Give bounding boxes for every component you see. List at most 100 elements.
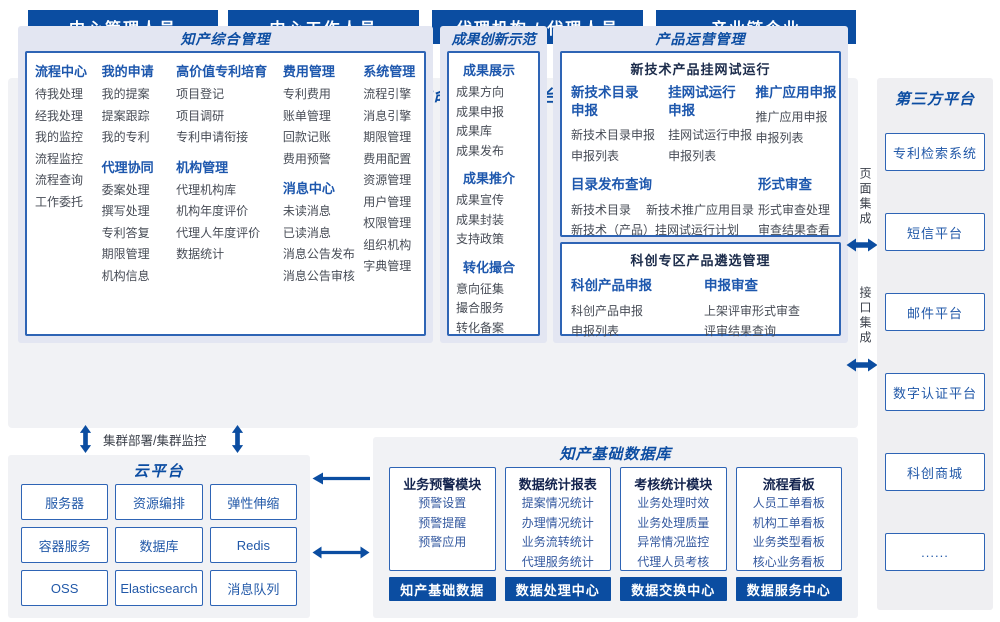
- db-module-heading: 考核统计模块: [634, 477, 713, 492]
- feature-group: 代理协同委案处理撰写处理专利答复期限管理机构信息: [102, 158, 176, 288]
- group-item: 账单管理: [282, 108, 331, 123]
- group-item: 上架评审形式审查: [704, 304, 801, 318]
- ip-columns: 流程中心待我处理经我处理我的监控流程监控流程查询工作委托我的申请我的提案提案跟踪…: [27, 53, 424, 287]
- db-badges: 知产基础数据数据处理中心数据交换中心数据服务中心: [389, 577, 842, 601]
- feature-group: 高价值专利培育项目登记项目调研专利申请衔接: [176, 62, 283, 149]
- group-item: 成果申报: [456, 104, 505, 119]
- group-heading: 消息中心: [282, 181, 335, 196]
- group-item: 科创产品申报: [571, 304, 644, 318]
- group-item: 申报列表: [571, 149, 620, 163]
- db-module-heading: 数据统计报表: [518, 477, 597, 492]
- group-heading: 成果推介: [463, 171, 516, 186]
- ip-database-title: 知产基础数据库: [559, 446, 672, 463]
- group-item: 待我处理: [35, 87, 84, 101]
- third-party-title: 第三方平台: [894, 91, 975, 108]
- section-ip-management: 知产综合管理 流程中心待我处理经我处理我的监控流程监控流程查询工作委托我的申请我…: [18, 26, 433, 343]
- db-module-item: 代理人员考核: [637, 554, 710, 569]
- db-to-cloud-arrow-icon: [312, 472, 370, 485]
- db-module: 数据统计报表提案情况统计办理情况统计业务流转统计代理服务统计: [504, 467, 611, 571]
- cloud-item: Redis: [209, 527, 297, 563]
- group-item: 消息公告审核: [282, 268, 355, 283]
- product-kc-column: 科创产品申报科创产品申报申报列表: [571, 276, 704, 341]
- achievement-groups: 成果展示成果方向成果申报成果库成果发布成果推介成果宣传成果封装支持政策转化撮合意…: [449, 53, 538, 338]
- group-item: 专利答复: [101, 225, 150, 240]
- cloud-item: Elasticsearch: [115, 570, 203, 606]
- section-ip-box: 流程中心待我处理经我处理我的监控流程监控流程查询工作委托我的申请我的提案提案跟踪…: [25, 51, 426, 336]
- group-item: 成果宣传: [456, 193, 505, 207]
- page-integration-arrow-icon: [846, 237, 878, 253]
- catalog-item: 新技术目录: [571, 203, 632, 217]
- group-item: 项目调研: [176, 108, 225, 123]
- group-item: 费用配置: [363, 151, 412, 166]
- section-product-title: 产品运营管理: [655, 31, 746, 47]
- group-item: 机构年度评价: [176, 204, 249, 218]
- group-item: 机构信息: [101, 268, 150, 283]
- group-item: 成果方向: [456, 85, 505, 99]
- group-item: 流程查询: [35, 173, 84, 187]
- third-party-item: 专利检索系统: [885, 133, 985, 171]
- ip-column: 我的申请我的提案提案跟踪我的专利代理协同委案处理撰写处理专利答复期限管理机构信息: [102, 62, 176, 287]
- product-subbox-trial: 新技术产品挂网试运行 新技术目录申报新技术目录申报申报列表挂网试运行申报挂网试运…: [560, 51, 841, 237]
- db-module: 流程看板人员工单看板机构工单看板业务类型看板核心业务看板: [735, 467, 842, 571]
- db-module-item: 预警提醒: [418, 515, 467, 530]
- group-item: 我的专利: [101, 130, 150, 144]
- db-module-heading: 业务预警模块: [403, 477, 482, 492]
- cloud-db-double-arrow-icon: [312, 546, 370, 559]
- db-module: 业务预警模块预警设置预警提醒预警应用: [389, 467, 496, 571]
- group-item: 权限管理: [363, 216, 412, 230]
- db-module-item: 核心业务看板: [752, 554, 825, 569]
- group-item: 工作委托: [35, 194, 84, 209]
- db-module-item: 办理情况统计: [521, 515, 594, 530]
- cloud-item: OSS: [21, 570, 109, 606]
- group-item: 申报列表: [571, 324, 620, 338]
- group-item: 用户管理: [363, 194, 412, 209]
- ip-database-panel: 知产基础数据库 业务预警模块预警设置预警提醒预警应用数据统计报表提案情况统计办理…: [373, 437, 858, 618]
- group-heading: 我的申请: [101, 64, 154, 79]
- db-module-item: 异常情况监控: [637, 535, 710, 549]
- db-module-item: 代理服务统计: [521, 554, 594, 569]
- cloud-item: 容器服务: [21, 527, 109, 563]
- section-achievement-title: 成果创新示范: [451, 31, 536, 47]
- group-heading: 系统管理: [363, 64, 416, 79]
- group-item: 回款记账: [282, 130, 331, 144]
- group-item: 推广应用申报: [755, 110, 828, 124]
- review-item: 审查结果查看: [758, 223, 831, 237]
- review-items: 形式审查处理审查结果查看: [758, 200, 830, 240]
- feature-group: 系统管理流程引擎消息引擎期限管理费用配置资源管理用户管理权限管理组织机构字典管理: [363, 62, 424, 278]
- group-item: 申报列表: [755, 131, 804, 145]
- third-party-item: ......: [885, 533, 985, 571]
- feature-group: 消息中心未读消息已读消息消息公告发布消息公告审核: [283, 179, 363, 287]
- group-item: 数据统计: [176, 247, 225, 261]
- group-heading: 申报审查: [704, 278, 758, 293]
- group-item: 期限管理: [363, 130, 412, 144]
- group-heading: 高价值专利培育: [176, 64, 268, 79]
- integration-page-label: 页面集成: [858, 167, 872, 227]
- feature-group: 成果推介成果宣传成果封装支持政策: [456, 169, 538, 250]
- db-module: 考核统计模块业务处理时效业务处理质量异常情况监控代理人员考核: [620, 467, 727, 571]
- db-module-item: 业务类型看板: [752, 535, 825, 549]
- third-party-item: 邮件平台: [885, 293, 985, 331]
- ip-column: 高价值专利培育项目登记项目调研专利申请衔接机构管理代理机构库机构年度评价代理人年…: [176, 62, 283, 287]
- group-item: 撮合服务: [456, 301, 505, 315]
- db-module-item: 机构工单看板: [752, 515, 825, 530]
- interface-integration-arrow-icon: [846, 357, 878, 373]
- review-block: 形式审查 形式审查处理审查结果查看: [758, 175, 830, 240]
- cloud-item: 数据库: [115, 527, 203, 563]
- group-item: 资源管理: [363, 173, 412, 187]
- section-achievement-box: 成果展示成果方向成果申报成果库成果发布成果推介成果宣传成果封装支持政策转化撮合意…: [447, 51, 540, 336]
- product-column: 新技术目录申报新技术目录申报申报列表: [571, 84, 668, 167]
- product-columns: 新技术目录申报新技术目录申报申报列表挂网试运行申报挂网试运行申报申报列表推广应用…: [562, 78, 839, 167]
- third-party-item: 数字认证平台: [885, 373, 985, 411]
- review-heading: 形式审查: [758, 177, 812, 192]
- group-heading: 新技术目录申报: [571, 85, 639, 118]
- group-item: 专利费用: [282, 87, 331, 101]
- db-module-item: 业务处理质量: [637, 515, 710, 530]
- group-item: 成果封装: [456, 212, 505, 227]
- review-item: 形式审查处理: [758, 203, 831, 217]
- group-item: 代理人年度评价: [176, 225, 261, 240]
- product-column: 推广应用申报推广应用申报申报列表: [755, 84, 839, 167]
- product-column: 挂网试运行申报挂网试运行申报申报列表: [668, 84, 755, 167]
- product-subbox-trial-title: 新技术产品挂网试运行: [630, 62, 771, 77]
